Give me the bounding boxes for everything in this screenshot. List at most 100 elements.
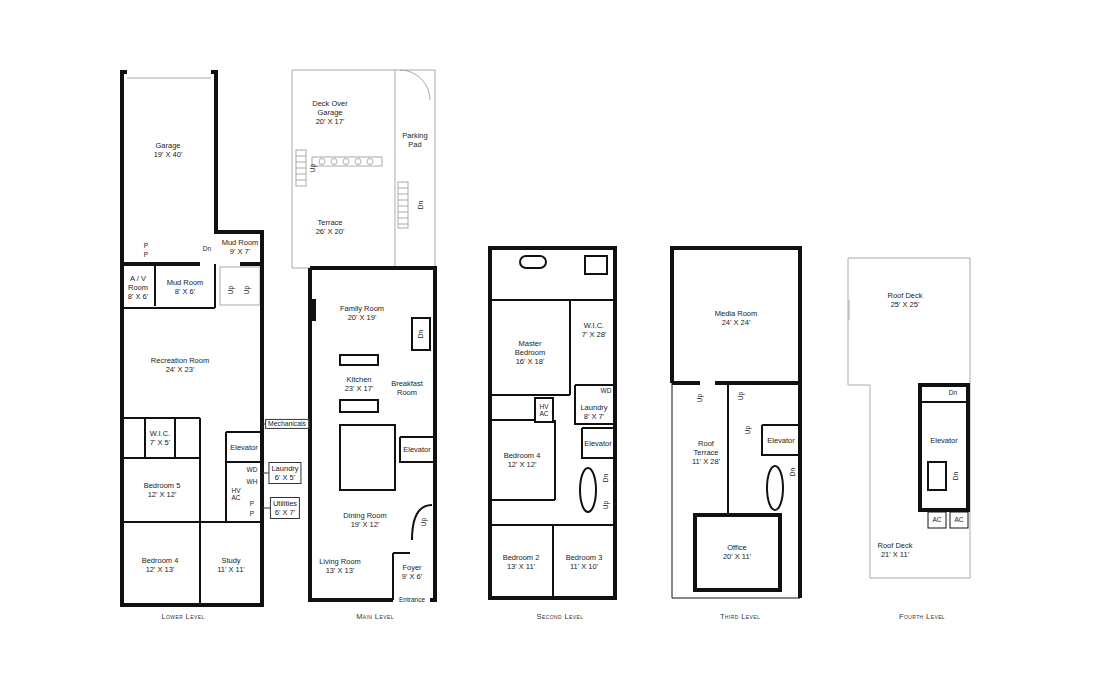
level-name: Lower Level: [161, 612, 204, 621]
room-dimensions: 7' X 5': [150, 438, 170, 447]
room: Bedroom 412' X 12': [504, 451, 541, 469]
wall: [762, 425, 800, 455]
room-name: Mechanicals: [268, 420, 306, 428]
interior-walls: [122, 256, 968, 605]
plan-annotation: Dn: [789, 468, 796, 476]
room: Parking Pad: [398, 131, 432, 149]
room: Recreation Room24' X 23': [151, 356, 209, 374]
room-dimensions: 8' X 6': [125, 292, 151, 301]
plan-annotation: P: [250, 510, 254, 517]
room-dimensions: 11' X 28': [688, 457, 724, 466]
room: Foyer9' X 6': [402, 563, 422, 581]
plan-annotation: AC: [954, 516, 963, 523]
plan-annotation: Dn: [203, 245, 211, 252]
room-name: Kitchen: [345, 375, 374, 384]
window: [849, 300, 850, 320]
room-name: Laundry: [271, 464, 298, 473]
room-dimensions: 6' X 7': [273, 508, 297, 517]
room: Roof Deck21' X 11': [877, 541, 912, 559]
room-dimensions: 9' X 7': [222, 247, 259, 256]
room-name: Terrace: [316, 218, 345, 227]
room-name: Roof Terrace: [688, 439, 724, 457]
bathtub: [520, 256, 546, 268]
room-dimensions: 20' X 17': [308, 117, 352, 126]
room-name: Recreation Room: [151, 356, 209, 365]
room-dimensions: 19' X 12': [343, 520, 386, 529]
wall: [122, 264, 262, 605]
plan-annotation: Dn: [952, 472, 959, 480]
room-name: W.I.C.: [582, 321, 607, 330]
room: Deck Over Garage20' X 17': [308, 99, 352, 126]
floor-level: Lower LevelGarage19' X 40'Mud Room9' X 7…: [115, 62, 320, 628]
room-name: Bedroom 4: [504, 451, 541, 460]
kitchen-island: [340, 400, 378, 412]
stair-symbol: [767, 466, 783, 510]
wall: [672, 381, 800, 385]
stair-symbol: [398, 182, 408, 228]
wall: [490, 248, 615, 598]
plan-annotation: Up: [737, 392, 744, 400]
room: Elevator: [230, 443, 258, 452]
room-name: Elevator: [403, 445, 431, 454]
ac-unit: [950, 512, 968, 528]
callout-box: Utilities6' X 7': [270, 497, 300, 519]
room-name: Breakfast Room: [387, 379, 427, 397]
ac-unit: [928, 512, 946, 528]
room: Bedroom 213' X 11': [503, 553, 540, 571]
room: Terrace26' X 20': [316, 218, 345, 236]
plan-annotation: Up: [227, 286, 234, 294]
wall: [672, 383, 800, 598]
room: Bedroom 412' X 13': [142, 556, 179, 574]
stair-treads: [296, 156, 306, 180]
room: Office20' X 11': [723, 543, 751, 561]
stair-symbol: [220, 267, 260, 305]
gate-swing: [400, 70, 430, 100]
room-name: Garage: [154, 141, 183, 150]
plan-annotation: Entrance: [399, 596, 425, 603]
level-name: Second Level: [537, 612, 584, 621]
room-dimensions: 20' X 11': [723, 552, 751, 561]
stair-treads: [398, 188, 408, 224]
level-name: Fourth Level: [899, 612, 945, 621]
stair-symbol: [412, 318, 430, 350]
room-name: Living Room: [319, 557, 361, 566]
plan-annotation: WH: [247, 478, 258, 485]
plan-annotation: Up: [420, 518, 427, 526]
room-name: Master Bedroom: [510, 339, 550, 357]
wall: [340, 425, 395, 490]
room: Laundry8' X 7': [580, 403, 607, 421]
room: Elevator: [584, 439, 612, 448]
room-dimensions: 19' X 40': [154, 150, 183, 159]
wall: [122, 72, 262, 605]
plan-annotation: P: [144, 242, 148, 249]
fireplace: [310, 300, 315, 320]
room-dimensions: 8' X 6': [167, 287, 204, 296]
plan-annotation: Up: [243, 286, 250, 294]
level-name: Third Level: [720, 612, 760, 621]
plan-annotation: AC: [932, 516, 941, 523]
room-dimensions: 13' X 13': [319, 566, 361, 575]
wall: [920, 385, 968, 510]
plan-annotation: Up: [602, 501, 609, 509]
room-name: Family Room: [340, 304, 384, 313]
room-dimensions: 12' X 12': [144, 490, 181, 499]
room-dimensions: 16' X 18': [510, 357, 550, 366]
deck-outline: [292, 70, 435, 268]
room: Dining Room19' X 12': [343, 511, 386, 529]
wall: [310, 268, 435, 600]
plan-annotation: Up: [744, 426, 751, 434]
wall: [120, 70, 218, 74]
outdoor-outlines: [127, 70, 970, 578]
plant-symbol: [319, 159, 325, 165]
room-name: Deck Over Garage: [308, 99, 352, 117]
room-dimensions: 9' X 6': [402, 572, 422, 581]
room-dimensions: 13' X 11': [503, 562, 540, 571]
room-dimensions: 7' X 28': [582, 330, 607, 339]
room: Living Room13' X 13': [319, 557, 361, 575]
floor-level: Fourth LevelRoof Deck25' X 25'ElevatorRo…: [845, 252, 975, 628]
room-dimensions: 12' X 12': [504, 460, 541, 469]
room: Media Room24' X 24': [715, 309, 758, 327]
wall: [672, 248, 800, 598]
